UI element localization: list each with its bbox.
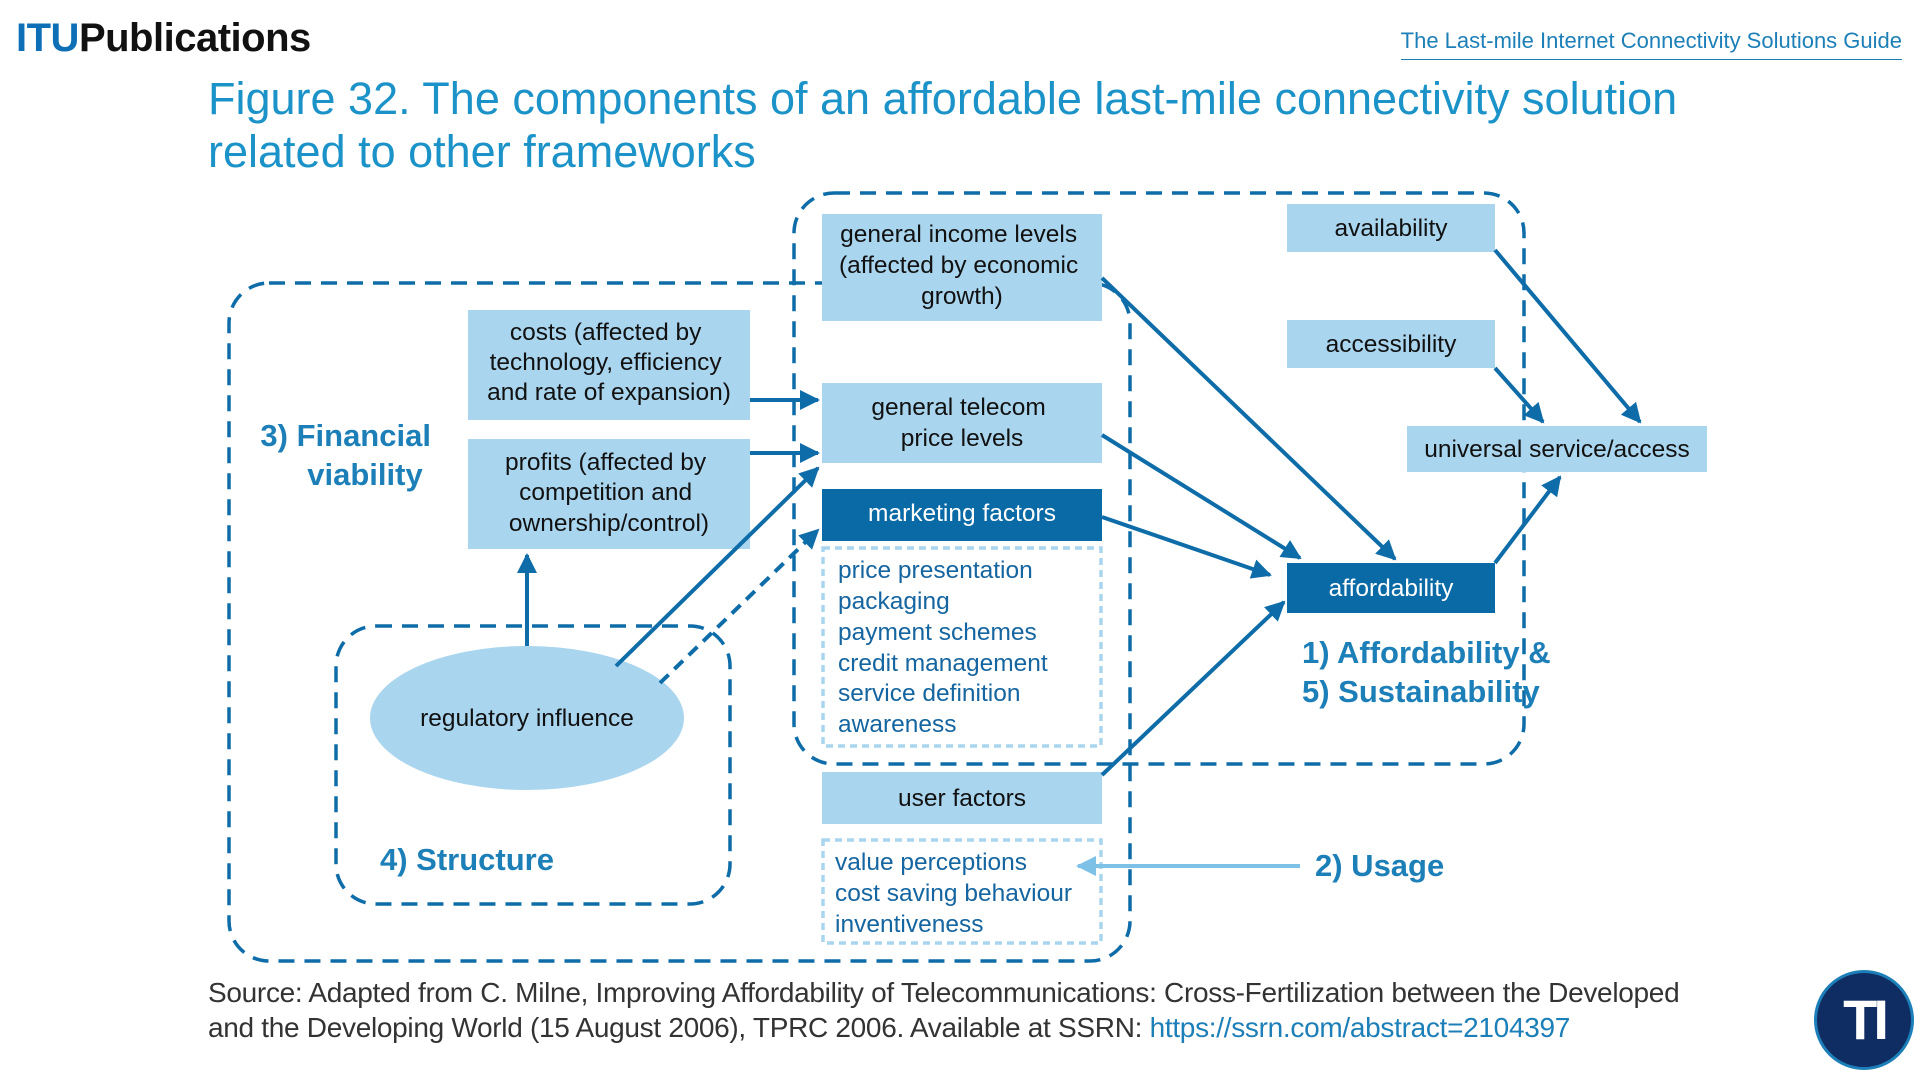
source-text-line1: Source: Adapted from C. Milne, Improving… [208, 977, 1680, 1008]
costs-box [468, 310, 750, 420]
affordability-box [1287, 563, 1495, 613]
arrow-user-affordability [1100, 600, 1286, 777]
income-text: general income levels (affected by econo… [839, 221, 1085, 310]
availability-text: availability [1334, 215, 1448, 242]
marketing-factors-text: marketing factors [868, 500, 1056, 527]
user-factors-box [822, 772, 1102, 824]
usage-label: 2) Usage [1315, 848, 1444, 883]
user-list-text: value perceptions cost saving behaviour … [835, 849, 1079, 938]
figure-title-line1: Figure 32. The components of an affordab… [208, 73, 1678, 124]
accessibility-box [1287, 320, 1495, 368]
brand-publications: Publications [78, 16, 311, 60]
figure-title-line2: related to other frameworks [208, 126, 756, 177]
brand-itu: ITU [16, 16, 79, 60]
marketing-list-box [821, 546, 1103, 748]
accessibility-text: accessibility [1326, 331, 1457, 358]
ti-logo: TI [1814, 970, 1914, 1070]
arrow-accessibility-universal [1493, 366, 1545, 424]
structure-label: 4) Structure [380, 842, 554, 877]
profits-box [468, 439, 750, 549]
costs-text: costs (affected by technology, efficienc… [487, 319, 731, 406]
arrow-availability-universal [1493, 248, 1642, 424]
structure-region [334, 624, 732, 906]
arrow-income-affordability [1100, 276, 1397, 561]
universal-box [1407, 426, 1707, 472]
arrow-telecom-affordability [1100, 433, 1302, 560]
universal-text: universal service/access [1424, 436, 1690, 463]
financial-viability-label: 3) Financial viability [260, 418, 439, 492]
itu-publications-logo: ITUPublications [16, 16, 311, 61]
profits-text: profits (affected by competition and own… [505, 449, 713, 537]
availability-box [1287, 204, 1495, 252]
affordability-text: affordability [1329, 575, 1455, 602]
telecom-box [822, 383, 1102, 463]
source-note: Source: Adapted from C. Milne, Improving… [208, 975, 1768, 1045]
marketing-list-text: price presentation packaging payment sch… [838, 557, 1055, 738]
ssrn-link[interactable]: https://ssrn.com/abstract=2104397 [1149, 1012, 1571, 1043]
marketing-factors-box [822, 489, 1102, 541]
arrow-regulatory-marketing [658, 528, 820, 685]
user-factors-text: user factors [898, 785, 1026, 812]
regulatory-influence-text: regulatory influence [420, 705, 634, 732]
arrow-affordability-universal [1493, 475, 1562, 565]
arrow-marketing-affordability [1101, 515, 1272, 579]
affordability-sustainability-region [792, 191, 1526, 766]
arrow-regulatory-telecom [614, 466, 820, 668]
user-list-box [821, 838, 1103, 945]
income-box [822, 214, 1102, 321]
financial-viability-region [227, 281, 1132, 963]
guide-title-link[interactable]: The Last-mile Internet Connectivity Solu… [1400, 28, 1902, 60]
affordability-sustainability-label: 1) Affordability & 5) Sustainability [1302, 635, 1559, 709]
telecom-text: general telecom price levels [871, 394, 1052, 452]
figure-title: Figure 32. The components of an affordab… [208, 72, 1808, 178]
regulatory-influence-ellipse [370, 646, 684, 790]
source-text-line2: and the Developing World (15 August 2006… [208, 1012, 1150, 1043]
